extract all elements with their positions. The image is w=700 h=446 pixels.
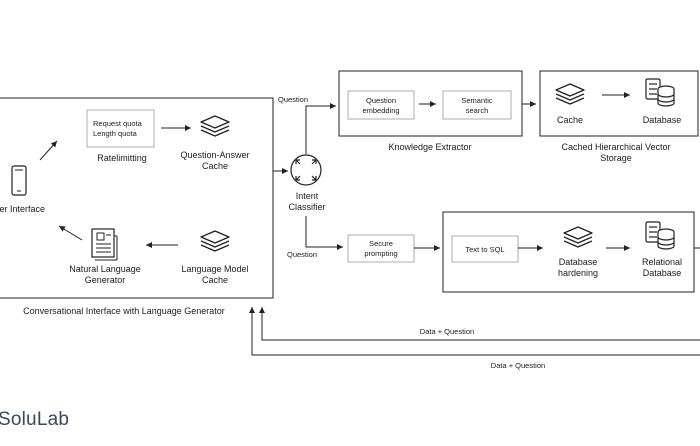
qa-cache-layers-icon [200, 115, 230, 137]
db-hardening-line2: hardening [558, 268, 598, 278]
top-question-label: Question [278, 95, 308, 104]
lm-cache-label-line1: Language Model [181, 264, 248, 274]
vector-storage-caption-line1: Cached Hierarchical Vector [561, 142, 670, 152]
intent-label-line1: Intent [296, 191, 319, 201]
text-to-sql-label: Text to SQL [465, 245, 504, 254]
nlg-label-line1: Natural Language [69, 264, 141, 274]
ui-to-ratelimit-arrow [39, 140, 58, 161]
db-hardening-line1: Database [559, 257, 598, 267]
semantic-search-box [442, 90, 512, 120]
sql-pipeline-panel [442, 211, 695, 293]
question-embedding-line2: embedding [362, 106, 399, 115]
database-label: Database [643, 115, 682, 125]
bottom-question-label: Question [287, 250, 317, 259]
phone-icon [11, 165, 27, 196]
user-interface-label: ser Interface [0, 204, 45, 214]
relational-database-icon [645, 221, 675, 250]
nlg-to-ui-arrow [58, 225, 83, 241]
secure-prompting-line1: Secure [369, 239, 393, 248]
secure-prompting-box [347, 234, 415, 263]
relational-db-line1: Relational [642, 257, 682, 267]
brand-logo-text: SoluLab [0, 409, 70, 430]
return-flow-2 [249, 307, 700, 356]
hardening-layers-icon [563, 226, 593, 248]
question-embedding-line1: Question [366, 96, 396, 105]
vector-storage-panel [539, 70, 699, 137]
qa-cache-label-line1: Question-Answer [180, 150, 249, 160]
intent-classifier-icon [290, 154, 322, 186]
rate-limit-box [86, 109, 155, 148]
return-flow-2-label: Data + Question [491, 361, 545, 370]
knowledge-extractor-caption: Knowledge Extractor [388, 142, 471, 152]
database-icon [645, 78, 675, 107]
intent-label-line2: Classifier [288, 202, 325, 212]
intent-to-knowledge-connector [305, 103, 336, 154]
semantic-search-line2: search [466, 106, 489, 115]
secure-prompting-line2: prompting [364, 249, 397, 258]
text-to-sql-box [451, 235, 519, 263]
semantic-search-line1: Semantic [461, 96, 493, 105]
request-quota-label: Request quota [93, 119, 143, 128]
lm-cache-label-line2: Cache [202, 275, 228, 285]
cache-label: Cache [557, 115, 583, 125]
ratelimiting-label: Ratelimitting [97, 153, 147, 163]
document-icon [91, 228, 118, 261]
vector-storage-caption-line2: Storage [600, 153, 632, 163]
nlg-label-line2: Generator [85, 275, 126, 285]
return-flow-1 [259, 307, 700, 341]
lm-cache-layers-icon [200, 230, 230, 252]
cache-layers-icon [555, 83, 585, 105]
relational-db-line2: Database [643, 268, 682, 278]
question-embedding-box [347, 90, 415, 120]
return-flow-1-label: Data + Question [420, 327, 474, 336]
conversational-interface-caption: Conversational Interface with Language G… [23, 306, 225, 316]
conversational-interface-panel [0, 97, 274, 299]
intent-to-secure-connector [305, 216, 343, 250]
length-quota-label: Length quota [93, 129, 138, 138]
qa-cache-label-line2: Cache [202, 161, 228, 171]
